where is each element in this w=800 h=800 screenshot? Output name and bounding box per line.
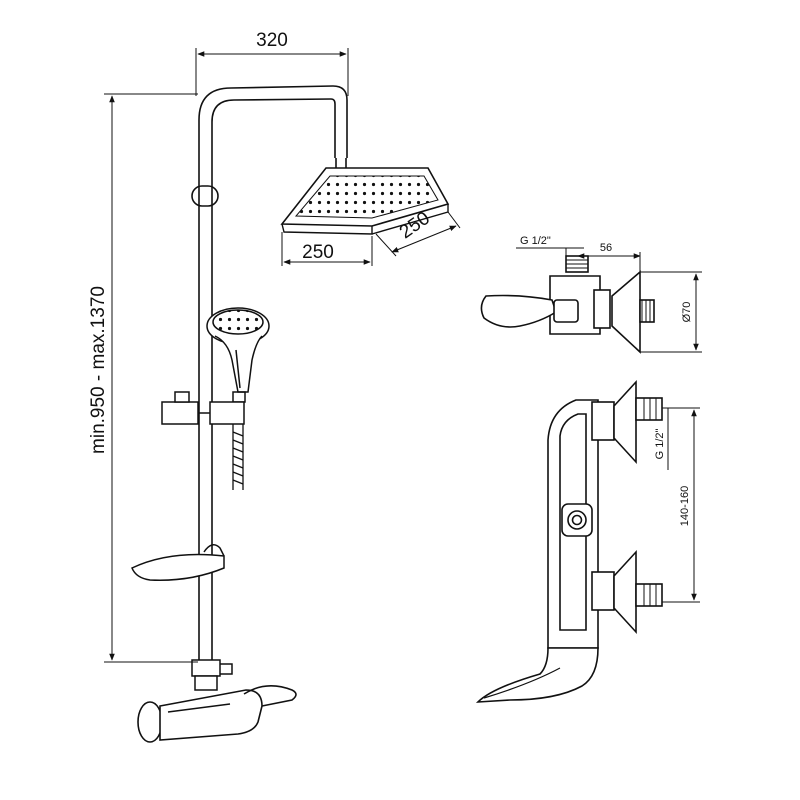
label-escutcheon-diameter: Ø70 (681, 302, 693, 323)
label-thread-side: G 1/2" (654, 429, 666, 460)
bath-mixer-left (137, 685, 297, 743)
mixer-top-view (480, 255, 655, 354)
shower-column (191, 85, 348, 660)
shower-hose (232, 424, 244, 490)
dimension-inlet-spacing: 140-160 (662, 407, 700, 603)
soap-dish (131, 544, 225, 581)
top-clamp (191, 185, 219, 207)
dimension-top-width: 320 (195, 30, 349, 96)
riser-pipe (198, 85, 348, 660)
diverter-valve (191, 659, 233, 691)
label-projection: 56 (600, 242, 612, 254)
label-thread-top: G 1/2" (520, 235, 551, 247)
dimension-thread-top: G 1/2" (516, 235, 584, 256)
label-height-range: min.950 - max.1370 (88, 286, 109, 454)
hand-shower (206, 307, 270, 403)
label-head-width: 250 (302, 242, 334, 263)
label-top-width: 320 (256, 30, 288, 51)
dimension-projection: 56 (577, 242, 641, 272)
mixer-side-view (475, 379, 663, 703)
dimension-head-width: 250 (281, 232, 373, 266)
dimension-escutcheon-diameter: Ø70 (640, 271, 702, 353)
riser-pipe-inner (211, 98, 336, 660)
shower-head (280, 167, 450, 235)
label-inlet-spacing: 140-160 (679, 486, 691, 526)
dimension-height-range: min.950 - max.1370 (88, 93, 198, 663)
slide-bracket (161, 391, 245, 425)
